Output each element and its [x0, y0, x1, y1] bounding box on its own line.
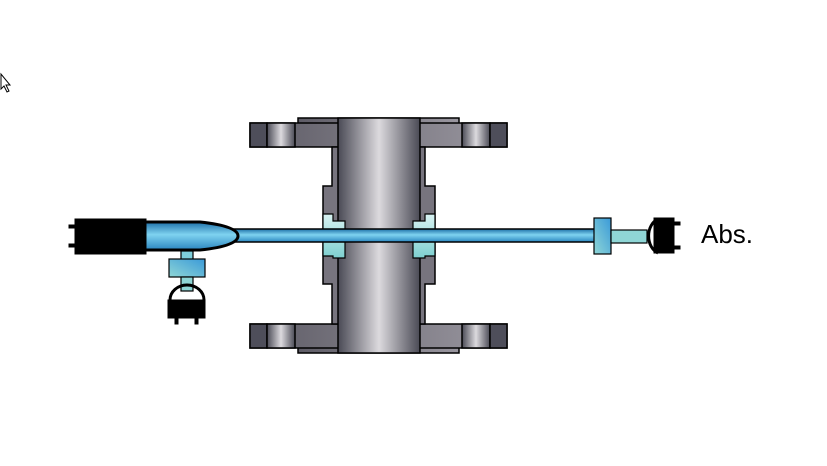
connector-icon [168, 283, 206, 301]
left-probe [68, 218, 240, 325]
probe-tip [138, 220, 240, 252]
absorbance-label: Abs. [701, 219, 754, 249]
flow-cell-body [249, 117, 508, 354]
right-detector [593, 217, 681, 255]
mouse-cursor-icon [0, 72, 12, 93]
probe-handle [74, 218, 147, 255]
light-guide-rod [229, 228, 597, 243]
bottom-flange [249, 323, 508, 349]
